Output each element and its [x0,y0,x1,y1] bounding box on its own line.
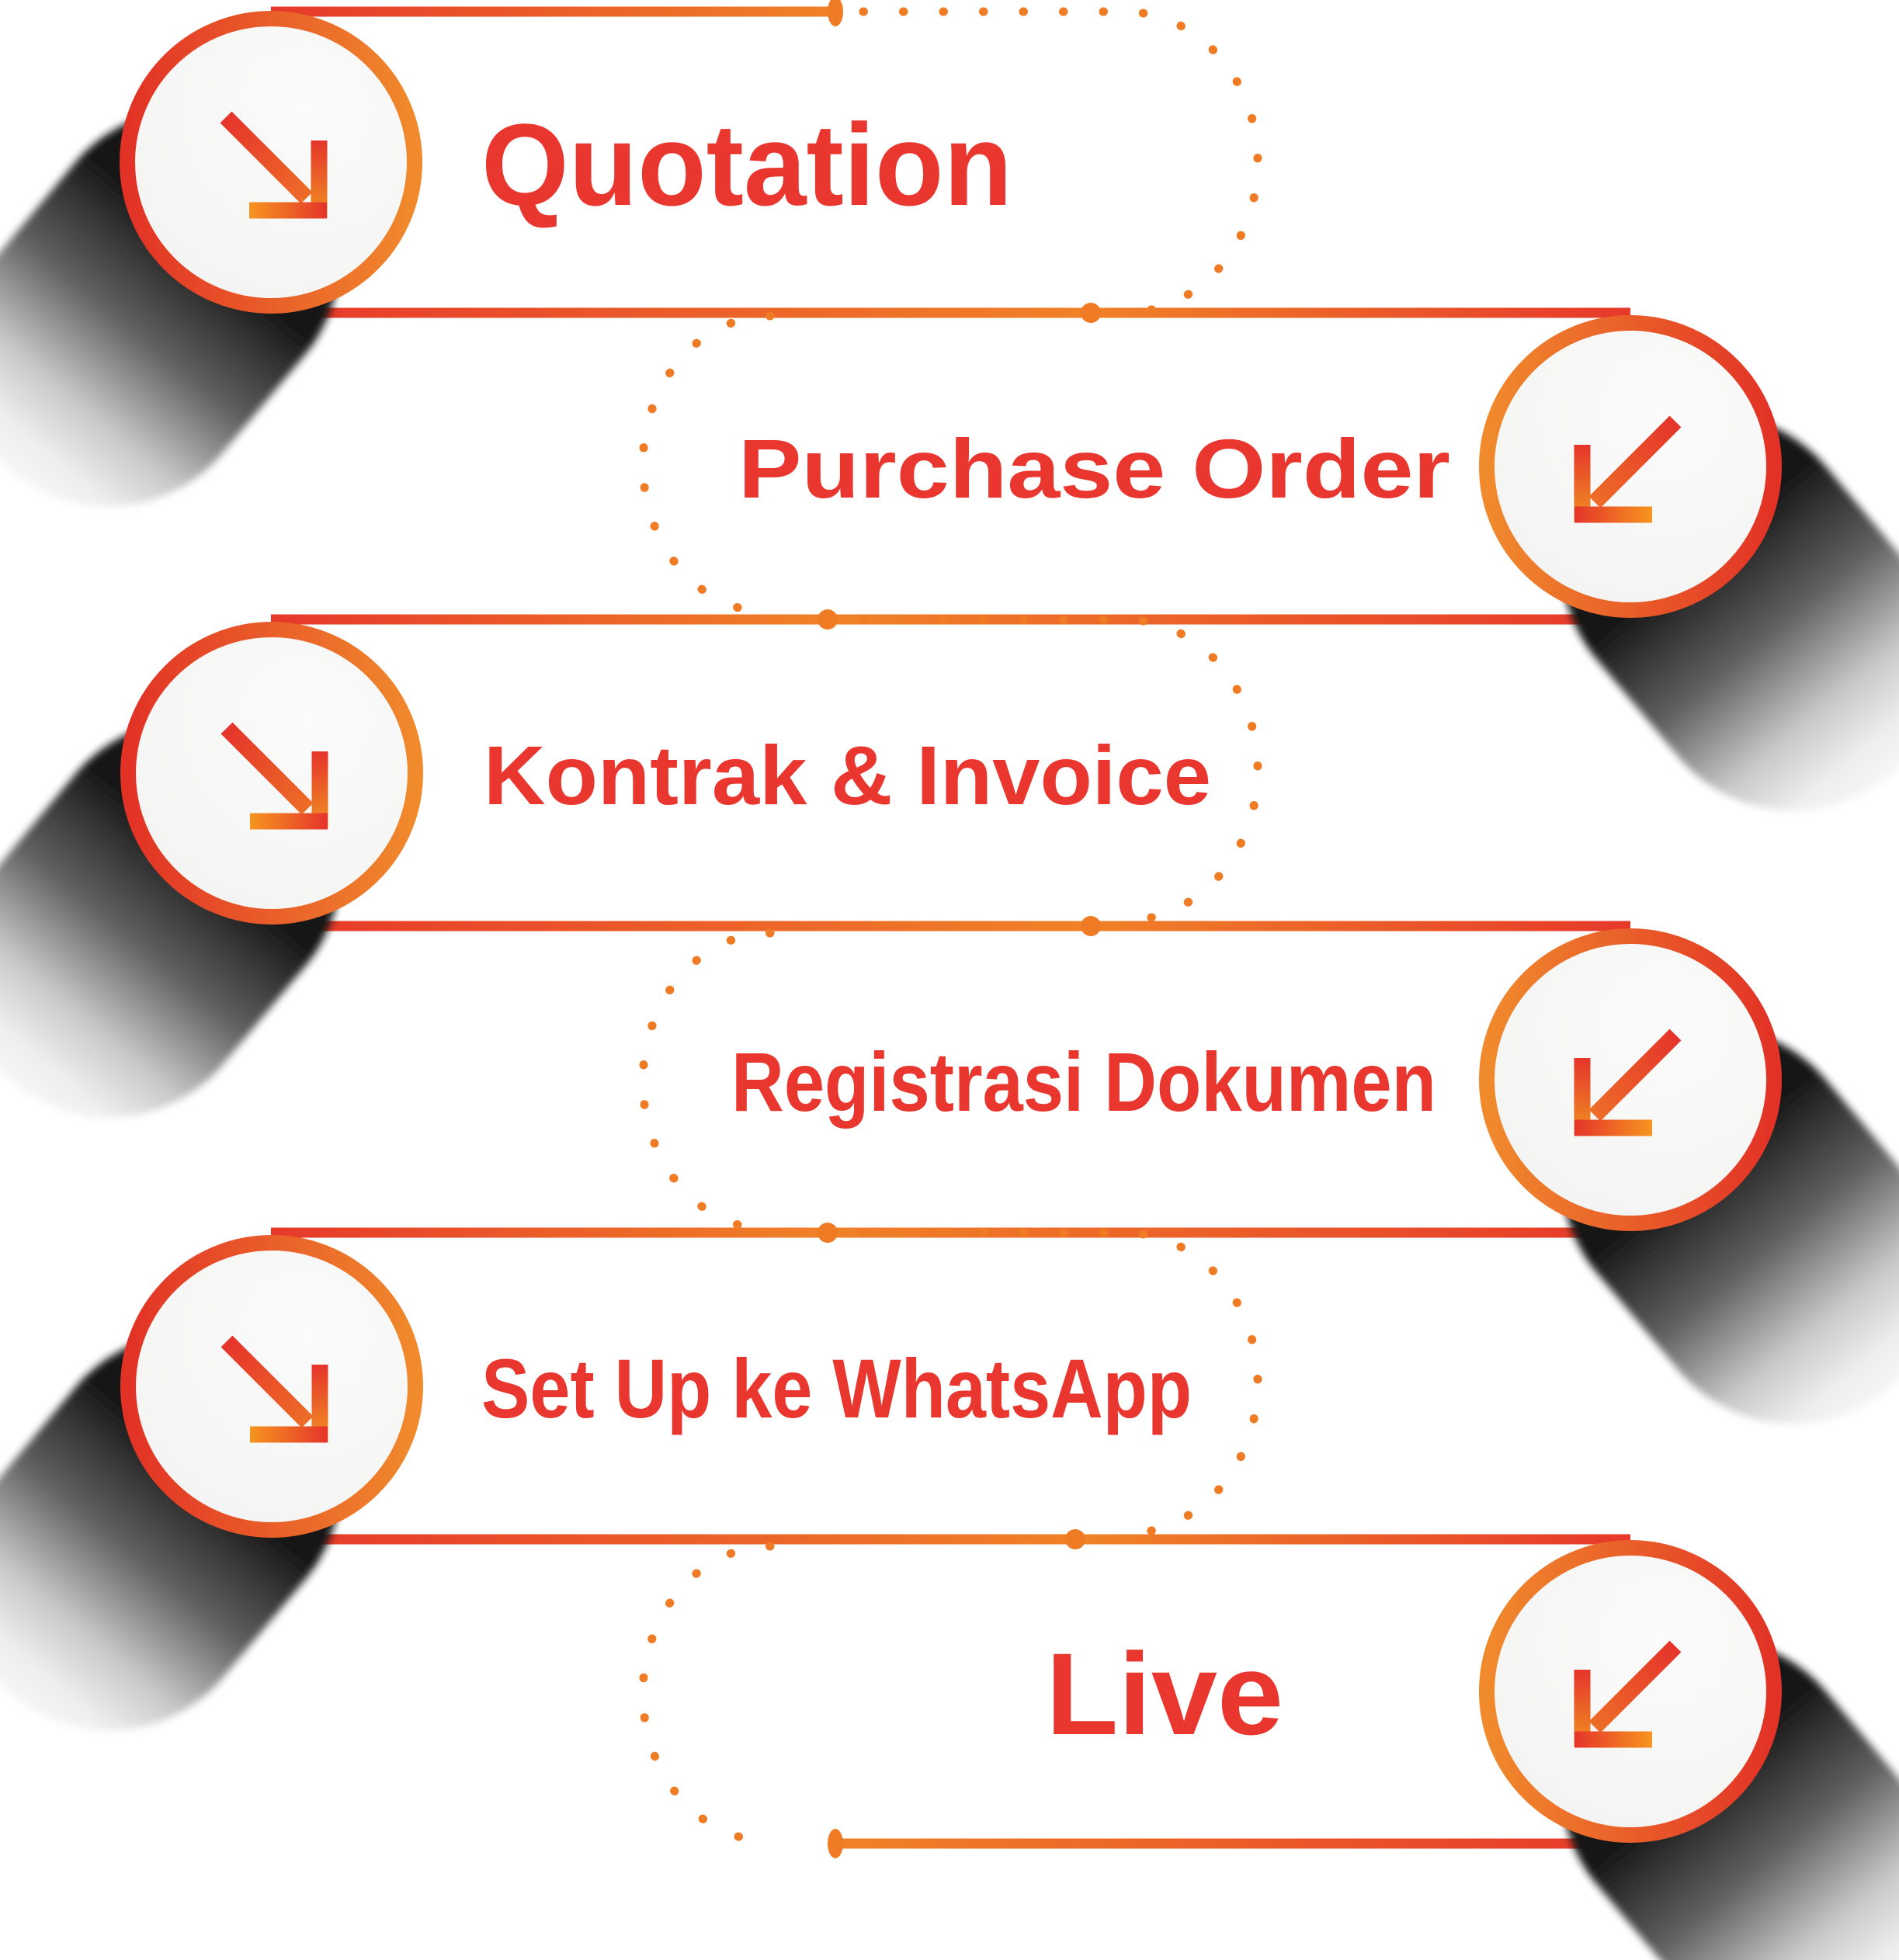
step-purchase-order: Purchase Order [738,315,1899,811]
step-setup-whatsapp: Set Up ke WhatsApp [0,1235,1192,1731]
node-dot [828,0,843,26]
node-dot [1081,916,1101,936]
step-kontrak-invoice: Kontrak & Invoice [0,622,1211,1118]
step-live: Live [1046,1540,1899,1960]
connector-lines [271,6,1630,1849]
node-dot [818,1223,838,1243]
dotted-connector [859,1228,1262,1539]
step-registrasi-dokumen: Registrasi Dokumen [731,928,1899,1424]
dotted-connectors [638,7,1262,1846]
dotted-connector [859,7,1262,317]
step-label: Registrasi Dokumen [731,1035,1436,1129]
node-dot [1065,1529,1085,1549]
connector-node-dots [818,0,1101,1858]
node-dot [1081,303,1101,323]
dotted-connector [638,1542,775,1846]
step-label: Live [1046,1629,1283,1759]
step-label: Set Up ke WhatsApp [481,1341,1192,1435]
step-label: Kontrak & Invoice [484,728,1211,822]
dotted-connector [859,615,1262,925]
step-label: Purchase Order [738,421,1450,515]
step-label: Quotation [481,99,1012,230]
node-dot [828,1829,843,1858]
step-quotation: Quotation [0,11,1012,507]
node-dot [818,609,838,630]
